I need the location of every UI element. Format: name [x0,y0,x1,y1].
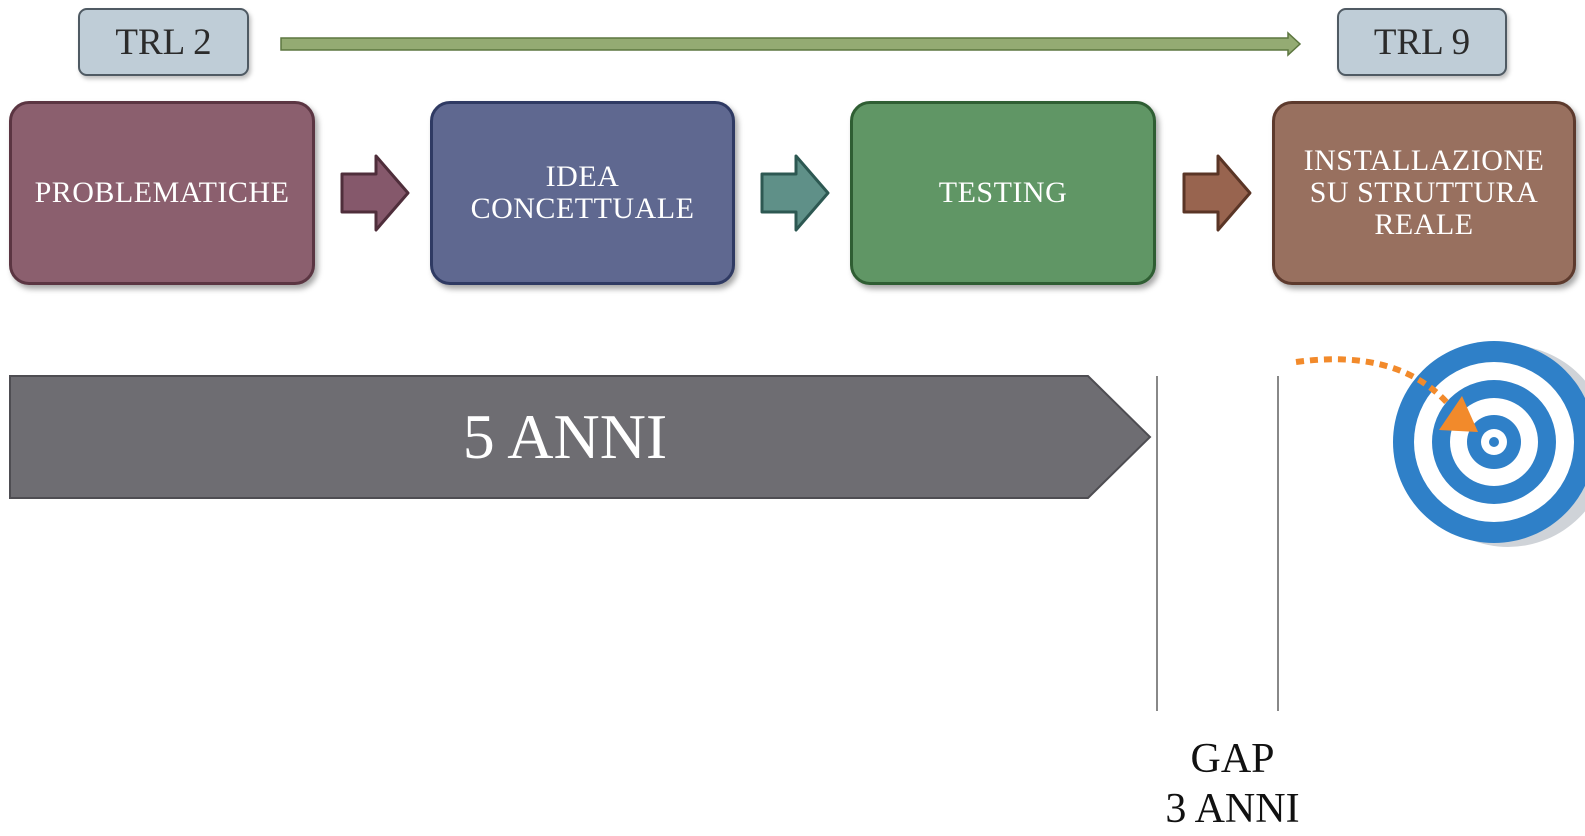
gap-duration: 3 ANNI [1165,786,1300,832]
step-testing: TESTING [850,101,1156,285]
target-arrow-head [1439,396,1478,432]
step-connector-arrow-2 [760,154,830,232]
step-installazione-label-line-2: SU STRUTTURA [1309,176,1539,209]
step-problematiche-label: PROBLEMATICHE [34,176,290,209]
step-installazione-label-line-3: REALE [1374,208,1474,241]
target-icon [1295,341,1585,547]
trl-progress-arrow [280,31,1302,57]
step-problematiche: PROBLEMATICHE [9,101,315,285]
step-idea-concettuale: IDEA CONCETTUALE [430,101,735,285]
trl-end-box: TRL 9 [1337,8,1507,76]
target-arrow-curve [1295,356,1453,408]
gap-label: GAP 3 ANNI [1120,734,1345,834]
gap-title: GAP [1190,736,1275,782]
step-idea-label-line-2: CONCETTUALE [470,192,695,225]
duration-bar [9,375,1152,499]
step-idea-label-line-1: IDEA [545,160,620,193]
trl-start-box: TRL 2 [78,8,249,76]
step-installazione: INSTALLAZIONE SU STRUTTURA REALE [1272,101,1576,285]
duration-bar-label: 5 ANNI [462,401,668,472]
step-connector-arrow-3 [1182,154,1252,232]
step-installazione-label-line-1: INSTALLAZIONE [1303,144,1545,177]
step-testing-label: TESTING [938,176,1068,209]
gap-bracket-lines [1156,376,1279,711]
step-connector-arrow-1 [340,154,410,232]
